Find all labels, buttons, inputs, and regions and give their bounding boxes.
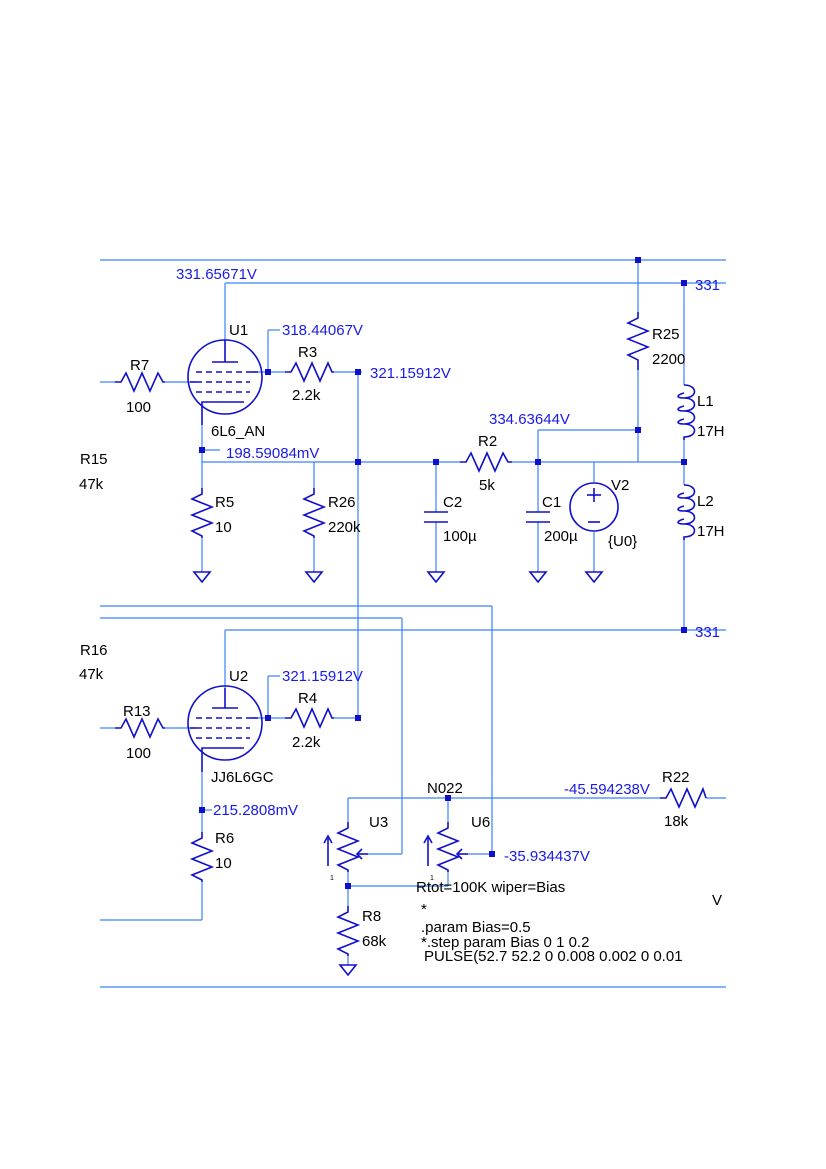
voltage-u2-cathode: 215.2808mV bbox=[213, 802, 298, 819]
resistor-r2 bbox=[460, 451, 512, 473]
label-u2: U2 bbox=[229, 668, 248, 685]
label-r4: R4 bbox=[298, 690, 317, 707]
voltage-r22-node: -45.594238V bbox=[564, 781, 650, 798]
voltage-top-rail: 331.65671V bbox=[176, 266, 257, 283]
voltage-r3-node: 321.15912V bbox=[370, 365, 451, 382]
voltage-u1-cathode: 198.59084mV bbox=[226, 445, 319, 462]
label-u6: U6 bbox=[471, 814, 490, 831]
directive-star: * bbox=[421, 901, 427, 918]
value-c2: 100µ bbox=[443, 528, 477, 545]
label-v2: V2 bbox=[611, 477, 629, 494]
label-r26: R26 bbox=[328, 494, 356, 511]
value-r16-partial: 47k bbox=[79, 666, 104, 683]
resistor-r13 bbox=[115, 717, 165, 739]
value-r25: 2200 bbox=[652, 351, 685, 368]
junction-nodes bbox=[199, 257, 687, 889]
label-r8: R8 bbox=[362, 908, 381, 925]
voltage-supply: 334.63644V bbox=[489, 411, 570, 428]
label-r2: R2 bbox=[478, 433, 497, 450]
voltage-source-v2 bbox=[569, 482, 619, 532]
label-r13: R13 bbox=[123, 703, 151, 720]
directive-step: *.step param Bias 0 1 0.2 bbox=[421, 934, 589, 951]
label-r3: R3 bbox=[298, 344, 317, 361]
value-r3: 2.2k bbox=[292, 387, 321, 404]
value-r7: 100 bbox=[126, 399, 151, 416]
right-margin-mask bbox=[727, 0, 826, 1169]
capacitor-c1 bbox=[526, 511, 550, 523]
value-r2: 5k bbox=[479, 477, 495, 494]
capacitor-c2 bbox=[424, 511, 448, 523]
inductor-l2 bbox=[677, 484, 696, 540]
label-u1: U1 bbox=[229, 322, 248, 339]
value-l1: 17H bbox=[697, 423, 725, 440]
label-r6: R6 bbox=[215, 830, 234, 847]
resistor-r3 bbox=[285, 361, 334, 383]
voltage-u1-screen: 318.44067V bbox=[282, 322, 363, 339]
label-r16-partial: R16 bbox=[80, 642, 108, 659]
wires bbox=[100, 259, 726, 988]
inductor-l1 bbox=[677, 384, 696, 440]
resistor-r4 bbox=[285, 707, 334, 729]
label-offpage-v: V bbox=[712, 892, 722, 909]
label-r22: R22 bbox=[662, 769, 690, 786]
value-r8: 68k bbox=[362, 933, 387, 950]
directive-param: .param Bias=0.5 bbox=[421, 919, 531, 936]
value-r13: 100 bbox=[126, 745, 151, 762]
label-c1: C1 bbox=[542, 494, 561, 511]
value-r22: 18k bbox=[664, 813, 689, 830]
pin1-mark-u6: 1 bbox=[430, 875, 434, 882]
tube-u2 bbox=[187, 685, 263, 772]
label-l2: L2 bbox=[697, 493, 714, 510]
voltage-u6-wiper: -35.934437V bbox=[504, 848, 590, 865]
value-v2: {U0} bbox=[608, 533, 637, 550]
directive-rtot: Rtot=100K wiper=Bias bbox=[416, 879, 565, 896]
label-node-n022: N022 bbox=[427, 780, 463, 797]
voltage-u2-screen: 321.15912V bbox=[282, 668, 363, 685]
tube-u1 bbox=[187, 339, 263, 425]
value-r26: 220k bbox=[328, 519, 361, 536]
label-r15-partial: R15 bbox=[80, 451, 108, 468]
value-r4: 2.2k bbox=[292, 734, 321, 751]
pin1-mark-u3: 1 bbox=[330, 875, 334, 882]
voltage-right-mid: 331 bbox=[695, 624, 720, 641]
directive-pulse: PULSE(52.7 52.2 0 0.008 0.002 0 0.01 bbox=[424, 948, 683, 965]
voltage-right-top: 331 bbox=[695, 277, 720, 294]
value-r5: 10 bbox=[215, 519, 232, 536]
resistor-r5 bbox=[189, 488, 215, 538]
label-l1: L1 bbox=[697, 393, 714, 410]
label-r7: R7 bbox=[130, 357, 149, 374]
ground-symbols bbox=[192, 571, 604, 977]
value-r6: 10 bbox=[215, 855, 232, 872]
resistor-r22 bbox=[660, 786, 707, 809]
resistor-r8 bbox=[335, 906, 361, 956]
label-r5: R5 bbox=[215, 494, 234, 511]
resistor-r26 bbox=[301, 488, 327, 538]
value-c1: 200µ bbox=[544, 528, 578, 545]
potentiometer-u3: 1 bbox=[323, 822, 368, 882]
resistor-r6 bbox=[189, 832, 215, 882]
resistor-r25 bbox=[625, 312, 651, 370]
label-u2-model: JJ6L6GC bbox=[211, 769, 274, 786]
label-u1-model: 6L6_AN bbox=[211, 423, 265, 440]
value-r15-partial: 47k bbox=[79, 476, 104, 493]
label-u3: U3 bbox=[369, 814, 388, 831]
potentiometer-u6: 1 bbox=[423, 822, 468, 882]
label-r25: R25 bbox=[652, 326, 680, 343]
value-l2: 17H bbox=[697, 523, 725, 540]
resistor-r7 bbox=[115, 371, 165, 393]
label-c2: C2 bbox=[443, 494, 462, 511]
